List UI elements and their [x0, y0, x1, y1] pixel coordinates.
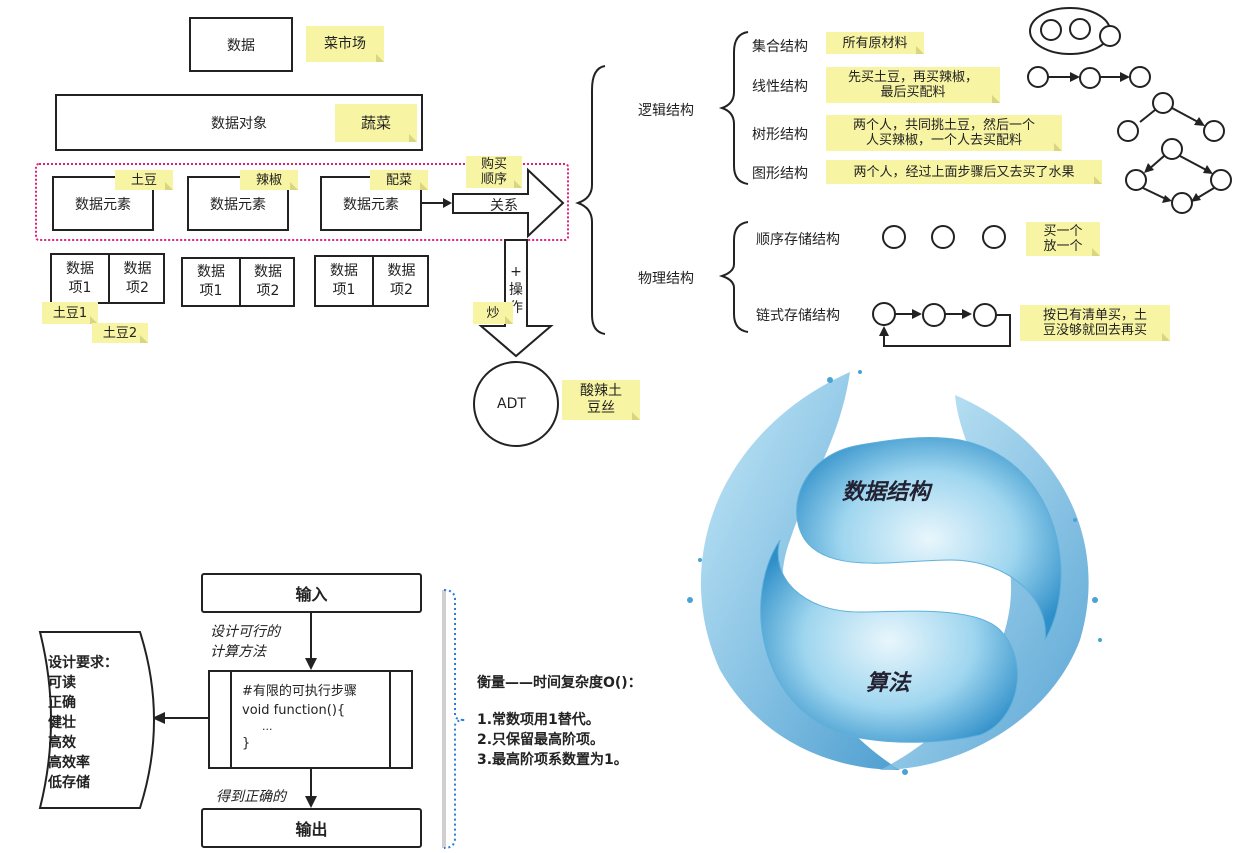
tree-structure-label: 树形结构	[752, 127, 808, 143]
note-linked: 按已有清单买，土 豆没够就回去再买	[1020, 305, 1170, 341]
note-vegetable: 蔬菜	[335, 104, 417, 142]
relation-label: 关系	[490, 198, 518, 214]
note-graph: 两个人，经过上面步骤后又去买了水果	[826, 160, 1102, 184]
adt-label: ADT	[497, 396, 526, 412]
data-structure-title: 数据结构	[842, 480, 931, 505]
note-set: 所有原材料	[826, 32, 924, 54]
data-item-label: 数据 项2	[254, 264, 282, 299]
get-correct-label: 得到正确的	[216, 789, 286, 805]
set-structure-label: 集合结构	[752, 39, 808, 55]
note-stir-fry: 炒	[473, 302, 513, 324]
data-box: 数据	[189, 17, 293, 72]
linear-structure-label: 线性结构	[752, 79, 808, 95]
measure-item: 2.只保留最高阶项。	[477, 732, 605, 748]
note-buy-order: 购买 顺序	[466, 156, 522, 188]
algorithm-title: 算法	[866, 671, 911, 696]
code-lines: #有限的可执行步骤 void function(){ ... }	[242, 684, 357, 751]
note-tree: 两个人，共同挑土豆，然后一个 人买辣椒，一个人去买配料	[826, 115, 1062, 151]
measure-list: 1.常数项用1替代。 2.只保留最高阶项。 3.最高阶项系数置为1。	[477, 710, 628, 770]
note-dish: 酸辣土 豆丝	[562, 380, 640, 420]
measure-item: 3.最高阶项系数置为1。	[477, 752, 628, 768]
element-group-border	[35, 163, 569, 241]
data-item-group: 数据 项1 数据 项2	[50, 253, 165, 304]
note-sequential: 买一个 放一个	[1026, 222, 1100, 256]
design-requirements: 设计要求： 可读 正确 健壮 高效 高效率 低存储	[48, 655, 118, 791]
logical-structure-label: 逻辑结构	[638, 103, 694, 119]
note-linear: 先买土豆，再买辣椒， 最后买配料	[826, 67, 1000, 103]
note-element: 土豆	[115, 170, 173, 190]
data-item-label: 数据 项1	[330, 263, 358, 298]
sequential-storage-label: 顺序存储结构	[756, 232, 840, 248]
design-method-label: 设计可行的 计算方法	[210, 624, 280, 660]
data-item-label: 数据 项1	[197, 264, 225, 299]
data-item-label: 数据 项2	[123, 261, 152, 296]
measure-title: 衡量——时间复杂度O()：	[477, 675, 642, 691]
data-item-label: 数据 项1	[66, 261, 94, 296]
data-element-box: 数据元素	[187, 176, 289, 231]
graph-structure-label: 图形结构	[752, 166, 808, 182]
code-box: #有限的可执行步骤 void function(){ ... }	[208, 670, 413, 769]
note-element: 辣椒	[240, 170, 298, 190]
data-label: 数据	[227, 37, 255, 54]
note-potato1: 土豆1	[42, 302, 98, 324]
measure-item: 1.常数项用1替代。	[477, 712, 600, 728]
note-market: 菜市场	[306, 26, 384, 62]
linked-storage-label: 链式存储结构	[756, 308, 840, 324]
physical-structure-label: 物理结构	[638, 271, 694, 287]
data-item-group: 数据 项1 数据 项2	[314, 255, 429, 307]
data-object-label: 数据对象	[211, 115, 267, 132]
data-item-group: 数据 项1 数据 项2	[181, 257, 295, 307]
data-item-label: 数据 项2	[387, 263, 416, 298]
input-box: 输入	[201, 573, 422, 613]
note-element: 配菜	[370, 170, 428, 190]
output-box: 输出	[201, 808, 422, 848]
note-potato2: 土豆2	[92, 323, 148, 343]
